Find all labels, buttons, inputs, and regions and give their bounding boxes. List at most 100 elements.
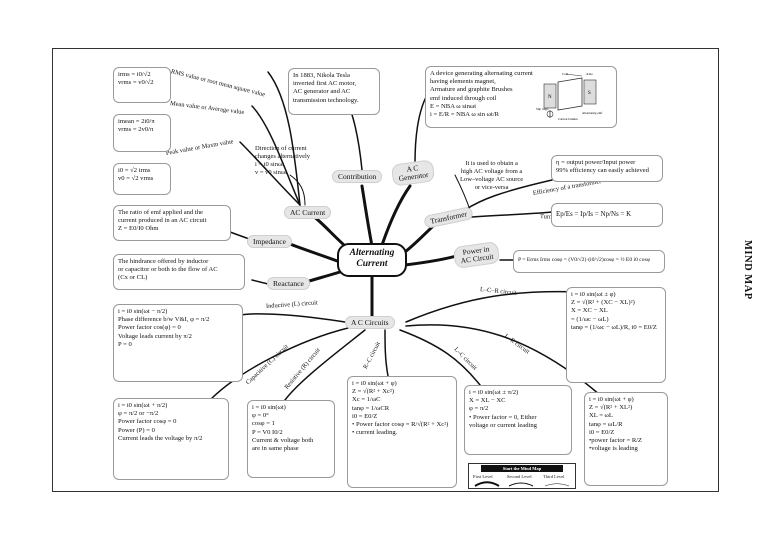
- box-rc-line: i = i0 sin(ωt + φ): [352, 380, 397, 387]
- legend-third-level: Third Level: [543, 474, 565, 479]
- box-inductive-line: Power factor cos(φ) = 0: [118, 324, 181, 332]
- note-direction-line: Direction of current: [255, 145, 307, 152]
- box-power-line: P = Erms Irms cosφ = (V0/√2)·(i0/√2)cosφ…: [518, 257, 650, 263]
- box-capacitive-line: Current leads the voltage by π/2: [118, 434, 203, 442]
- box-generator-line: E = NBA ω sinωt: [430, 102, 477, 110]
- box-lr-line: XL = ωL: [589, 412, 613, 420]
- box-capacitive-line: Power (P) = 0: [118, 426, 155, 434]
- box-rc: i = i0 sin(ωt + φ) Z = √(R² + Xc²) Xc = …: [347, 376, 457, 488]
- node-ac-circuits: A C Circuits: [345, 316, 395, 329]
- central-topic: Alternating Current: [337, 243, 407, 277]
- box-resistive-line: P = V0 I0/2: [252, 428, 283, 436]
- box-tesla: In 1883, Nikola Tesla inverted first AC …: [288, 68, 380, 115]
- box-capacitive-line: φ = π/2 or −π/2: [118, 410, 159, 418]
- box-generator-line: A device generating alternating current: [430, 70, 533, 77]
- box-rc-line: • current leading.: [352, 429, 398, 437]
- box-inductive-line: P = 0: [118, 340, 132, 348]
- box-lc: i = i0 sin(ωt ± π/2) X = XL − XC φ = π/2…: [464, 385, 572, 455]
- generator-diagram: N S Coil Axle Slip rings Carbon brushes …: [536, 72, 603, 121]
- box-resistive-line: are in same phase: [252, 445, 299, 453]
- box-resistive-line: cosφ = 1: [252, 420, 275, 428]
- box-peak: i0 = √2 irms v0 = √2 vrms: [113, 163, 171, 195]
- node-reactance: Reactance: [267, 277, 310, 290]
- box-rc-line: Z = √(R² + Xc²): [352, 388, 395, 396]
- box-rc-line: i0 = E0/Z: [352, 412, 378, 420]
- box-lcr: i = i0 sin(ωt ± φ) Z = √(R² + (XC − XL)²…: [566, 287, 666, 383]
- box-efficiency-line: 99% efficiency can easily achieved: [556, 167, 649, 175]
- fig-label-axle: Axle: [586, 72, 593, 76]
- note-transformer-line: high AC voltage from a: [460, 168, 523, 176]
- box-inductive-line: Voltage leads current by π/2: [118, 332, 192, 340]
- box-resistive-line: Current & voltage both: [252, 436, 314, 444]
- legend-line-samples: [474, 481, 570, 487]
- box-power: P = Erms Irms cosφ = (V0/√2)·(i0/√2)cosφ…: [513, 250, 665, 273]
- box-reactance: The hindrance offered by inductor or cap…: [113, 254, 245, 290]
- box-turns: Ep/Es = Ip/Is = Np/Ns = K: [551, 203, 663, 227]
- note-transformer-line: Low–voltage AC source: [460, 176, 524, 184]
- note-direction-line: i = i0 sinωt: [255, 161, 285, 169]
- box-lc-line: X = XL − XC: [469, 397, 506, 405]
- box-tesla-line: inverted first AC motor,: [293, 80, 357, 88]
- box-impedance-line: Z = E0/I0 Ohm: [118, 225, 159, 233]
- box-mean-line: imean = 2i0/π: [118, 118, 155, 125]
- box-resistive-line: φ = 0°: [252, 412, 269, 420]
- box-impedance-line: current produced in an AC circuit: [118, 217, 207, 225]
- box-capacitive: i = i0 sin(ωt + π/2) φ = π/2 or −π/2 Pow…: [113, 398, 229, 480]
- note-direction: Direction of current changes alternative…: [255, 145, 310, 178]
- box-lr-line: i0 = E0/Z: [589, 428, 615, 436]
- central-topic-line2: Current: [356, 258, 388, 269]
- box-lr-line: i = i0 sin(ωt + φ): [589, 396, 634, 403]
- box-capacitive-line: i = i0 sin(ωt + π/2): [118, 402, 168, 409]
- note-direction-line: v = v0 sinωt: [255, 169, 287, 177]
- box-rc-line: Xc = 1/ωC: [352, 396, 381, 404]
- box-lc-line: φ = π/2: [469, 405, 489, 413]
- box-resistive: i = i0 sin(ωt) φ = 0° cosφ = 1 P = V0 I0…: [247, 400, 335, 478]
- box-tesla-line: AC generator and AC: [293, 88, 351, 96]
- box-peak-line: v0 = √2 vrms: [118, 175, 154, 183]
- box-capacitive-line: Power factor cosφ = 0: [118, 418, 177, 426]
- box-mean: imean = 2i0/π vrms = 2v0/π: [113, 114, 171, 152]
- box-rms: irms = i0/√2 vrms = v0/√2: [113, 67, 171, 103]
- box-lc-line: voltage or current leading: [469, 421, 537, 429]
- box-rc-line: • Power factor cosφ = R/√(R² + Xc²): [352, 421, 449, 429]
- box-rms-line: vrms = v0/√2: [118, 79, 154, 87]
- box-inductive-line: i = i0 sin(ωt − π/2): [118, 308, 168, 315]
- node-contribution: Contribution: [332, 170, 383, 183]
- legend: Start the Mind Map First Level Second Le…: [468, 463, 576, 489]
- box-impedance-line: The ratio of emf applied and the: [118, 209, 203, 216]
- box-resistive-line: i = i0 sin(ωt): [252, 404, 286, 411]
- box-generator-line: emf induced through coil: [430, 94, 497, 102]
- box-lcr-line: X = XC − XL: [571, 307, 608, 315]
- box-efficiency: η = output power/Input power 99% efficie…: [551, 155, 663, 182]
- box-inductive: i = i0 sin(ωt − π/2) Phase difference b/…: [113, 304, 243, 382]
- fig-label-coil: Coil: [562, 72, 568, 76]
- legend-second-level: Second Level: [507, 474, 532, 479]
- box-generator-line: i = E/R = NBA ω sin ωt/R: [430, 111, 500, 119]
- note-transformer: It is used to obtain a high AC voltage f…: [460, 160, 523, 193]
- box-lr-line: •power factor = R/Z: [589, 437, 643, 445]
- fig-label-n: N: [548, 95, 552, 100]
- box-generator-line: Armature and graphite Brushes: [430, 86, 513, 94]
- node-impedance: Impedance: [247, 235, 292, 248]
- box-lc-line: • Power factor = 0, Either: [469, 413, 537, 421]
- box-rc-line: tanφ = 1/ωCR: [352, 404, 390, 412]
- box-lcr-line: Z = √(R² + (XC − XL)²): [571, 299, 635, 307]
- box-inductive-line: Phase difference b/w V&I, φ = π/2: [118, 316, 210, 324]
- box-reactance-line: or capacitor or both to the flow of AC: [118, 266, 218, 274]
- node-ac-generator-line2: Generator: [398, 169, 429, 183]
- box-lcr-line: i = i0 sin(ωt ± φ): [571, 291, 616, 298]
- box-lcr-line: = (1/ωc − ωL): [571, 315, 609, 323]
- box-reactance-line: The hindrance offered by inductor: [118, 258, 209, 265]
- box-generator-line: having elements magnet,: [430, 78, 496, 86]
- box-mean-line: vrms = 2v0/π: [118, 126, 154, 134]
- note-direction-line: changes alternatively: [255, 153, 311, 161]
- box-rms-line: irms = i0/√2: [118, 71, 151, 78]
- box-impedance: The ratio of emf applied and the current…: [113, 205, 231, 241]
- box-efficiency-line: η = output power/Input power: [556, 159, 636, 166]
- central-topic-line1: Alternating: [349, 248, 395, 258]
- side-title: MIND MAP: [742, 240, 753, 300]
- note-transformer-line: or vice-versa: [474, 184, 509, 192]
- node-ac-current: AC Current: [284, 206, 332, 219]
- note-transformer-line: It is used to obtain a: [465, 160, 518, 167]
- box-turns-line: Ep/Es = Ip/Is = Np/Ns = K: [556, 210, 632, 218]
